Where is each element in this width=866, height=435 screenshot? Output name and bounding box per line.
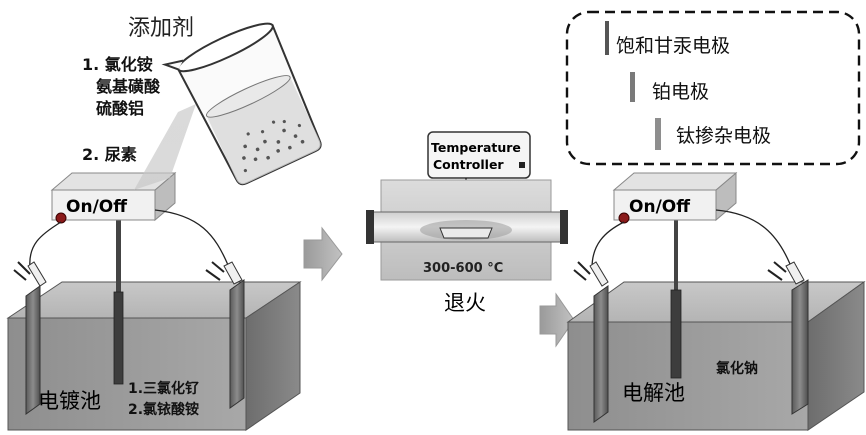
legend-ti-icon [655, 118, 661, 150]
plating-solution-line-1: 1.三氯化钌 [128, 380, 199, 397]
controller-indicator [519, 162, 525, 168]
switch-indicator-right [618, 212, 630, 224]
electrolysis-center-rod [674, 213, 678, 293]
electrolysis-wire-right [715, 209, 791, 265]
plating-solution-line-2: 2.氯铱酸铵 [128, 401, 199, 418]
plating-center-electrode [113, 291, 124, 385]
electrolysis-left-electrode [593, 285, 609, 423]
additive-pouring [134, 22, 322, 190]
plating-wire-right [154, 209, 229, 266]
switch-label-left: On/Off [66, 197, 127, 217]
legend-pt-icon [630, 72, 635, 102]
switch-indicator-left [55, 212, 67, 224]
temperature-controller-line-2: Controller [433, 157, 504, 172]
switch-label-right: On/Off [629, 197, 690, 217]
electrolysis-clip-right [767, 261, 805, 285]
plating-right-electrode [229, 279, 245, 409]
plating-wire-left [29, 221, 62, 269]
additive-2: 2. 尿素 [82, 145, 137, 164]
legend-sce-icon [605, 21, 609, 55]
additive-1-line-2: 氨基磺酸 [96, 77, 161, 96]
switch-box-top-right [612, 172, 738, 191]
process-arrow-2 [539, 292, 575, 348]
beaker [161, 22, 322, 186]
electrode-legend: 饱和甘汞电极 铂电极 钛掺杂电极 [565, 10, 861, 166]
plating-tank-side [245, 281, 301, 431]
furnace-tube-end-left [366, 210, 374, 244]
switch-box-right [613, 189, 717, 221]
plating-clip-left [13, 261, 47, 287]
temperature-controller-line-1: Temperature [431, 140, 521, 155]
electrolysis-right-electrode [791, 279, 809, 415]
switch-box-left [51, 189, 156, 221]
plating-clip-right [205, 261, 243, 285]
additive-1-line-3: 硫酸铝 [96, 99, 144, 118]
plating-bath-label: 电镀池 [38, 389, 101, 413]
plating-center-electrode-rod [116, 215, 121, 295]
annealing-furnace: Temperature Controller 300-600 °C [366, 131, 568, 281]
additive-title: 添加剂 [128, 16, 194, 41]
plating-cell: On/Off 电镀池 1.三氯化钌 2.氯铱酸铵 [6, 171, 302, 431]
process-arrow-1 [303, 226, 343, 282]
furnace-tube-end-right [560, 210, 568, 244]
plating-tank-front [7, 317, 247, 431]
additive-1-line-1: 1. 氯化铵 [82, 55, 153, 74]
plating-left-electrode [25, 285, 41, 415]
electrolysis-solution: 氯化钠 [716, 360, 758, 377]
anneal-label: 退火 [444, 291, 486, 315]
electrolysis-clip-left [573, 261, 609, 287]
electrolysis-label: 电解池 [622, 381, 685, 405]
electrolysis-center-electrode [670, 289, 682, 379]
temperature-controller [427, 131, 531, 179]
pour-stream [134, 104, 196, 190]
electrolysis-cell: On/Off 电解池 氯化钠 [566, 171, 866, 431]
sample-boat [439, 227, 493, 239]
legend-ti-label: 钛掺杂电极 [676, 125, 771, 147]
electrolysis-wire-left [591, 221, 625, 269]
legend-pt-label: 铂电极 [652, 81, 709, 103]
temperature-range: 300-600 °C [423, 261, 503, 276]
legend-sce-label: 饱和甘汞电极 [616, 35, 730, 57]
legend-box [565, 10, 861, 166]
